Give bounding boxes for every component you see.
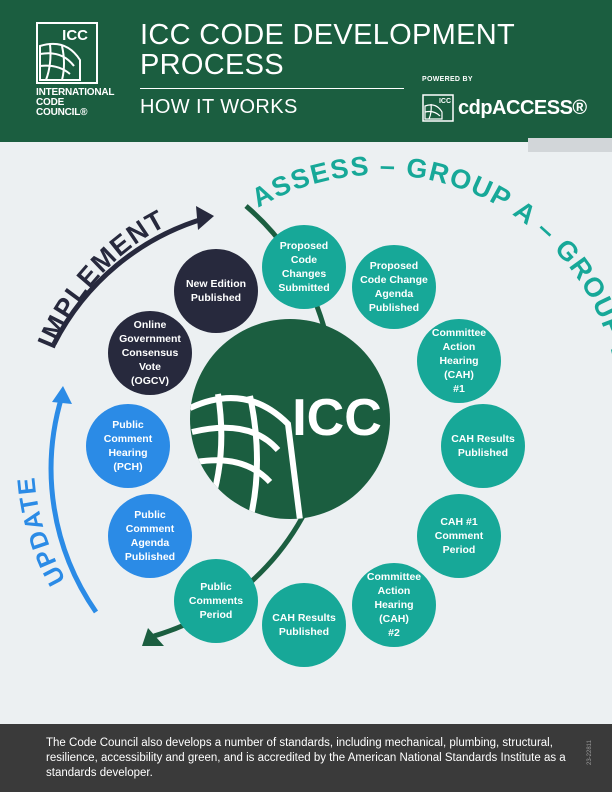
- cdp-badge: ICC: [439, 98, 451, 105]
- update-phase-label: UPDATE: [12, 475, 71, 590]
- icc-logo: ICC INTERNATIONAL CODE COUNCIL®: [36, 22, 115, 118]
- implement-arrowhead-icon: [196, 206, 214, 230]
- title-divider: [140, 88, 404, 89]
- center-label: ICC: [292, 389, 382, 447]
- page-title: ICC CODE DEVELOPMENT PROCESS: [140, 19, 515, 81]
- powered-by-label: POWERED BY: [422, 76, 473, 83]
- update-arrowhead-icon: [52, 386, 72, 404]
- org-name: INTERNATIONAL CODE COUNCIL®: [36, 87, 115, 118]
- footer-note: The Code Council also develops a number …: [46, 737, 566, 779]
- icc-center-emblem: ICC: [190, 319, 390, 519]
- header-banner: ICC INTERNATIONAL CODE COUNCIL® ICC CODE…: [0, 0, 612, 142]
- header-accent-tab: [528, 138, 612, 152]
- implement-arc: [51, 215, 207, 346]
- cdpaccess-logo-icon: ICC: [422, 94, 454, 122]
- document-code: 23-22811: [587, 740, 593, 765]
- update-arc: [48, 395, 99, 614]
- assess-arrowhead-icon: [142, 628, 164, 646]
- page-subtitle: HOW IT WORKS: [140, 96, 298, 118]
- cdpaccess-brand: cdpACCESS®: [458, 97, 587, 119]
- footer: The Code Council also develops a number …: [0, 724, 612, 792]
- icc-globe-icon: ICC: [36, 22, 98, 84]
- logo-abbr: ICC: [62, 27, 88, 44]
